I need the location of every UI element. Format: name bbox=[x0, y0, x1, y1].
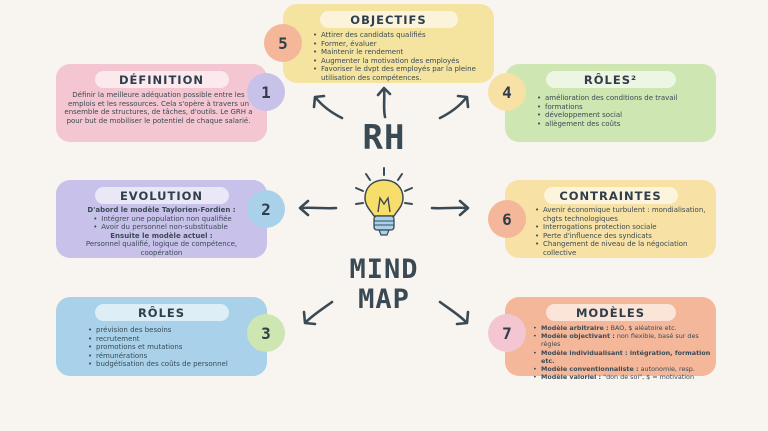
model-label: Modèle valoriel : bbox=[541, 373, 602, 382]
title-rh: RH bbox=[362, 118, 406, 158]
card-list: Avenir économique turbulent : mondialisa… bbox=[533, 206, 710, 258]
card-list: Attirer des candidats qualifiés Former, … bbox=[311, 31, 482, 83]
list-item: développement social bbox=[535, 111, 708, 120]
model-desc: autonomie, resp. bbox=[638, 365, 695, 374]
list-item: recrutement bbox=[86, 335, 259, 344]
section-heading: D'abord le modèle Taylorien-Fordien : bbox=[87, 206, 236, 214]
model-label: Modèle individualisant : intégration, fo… bbox=[541, 348, 711, 365]
model-desc: "don de soi", $ = motivation bbox=[601, 373, 695, 382]
list-item: promotions et mutations bbox=[86, 343, 259, 352]
card-evolution: EVOLUTION D'abord le modèle Taylorien-Fo… bbox=[56, 180, 267, 258]
card-modeles: MODÈLES Modèle arbitraire : BAO, $ aléat… bbox=[505, 297, 716, 382]
number-badge-1: 1 bbox=[247, 73, 285, 111]
arrow-down-right-icon bbox=[438, 300, 470, 326]
list-item: Changement de niveau de la négociation c… bbox=[533, 240, 710, 257]
list-item: Avenir économique turbulent : mondialisa… bbox=[533, 206, 710, 223]
card-roles: RÔLES prévision des besoins recrutement … bbox=[56, 297, 267, 376]
arrow-up-left-icon bbox=[312, 94, 344, 120]
arrow-right-icon bbox=[430, 199, 470, 217]
number-badge-7: 7 bbox=[488, 314, 526, 352]
title-map: MAP bbox=[358, 284, 410, 315]
card-list: Modèle arbitraire : BAO, $ aléatoire etc… bbox=[531, 324, 712, 382]
card-text: Définir la meilleure adéquation possible… bbox=[64, 91, 253, 125]
card-definition: DÉFINITION Définir la meilleure adéquati… bbox=[56, 64, 267, 142]
list-item: Augmenter la motivation des employés bbox=[311, 57, 482, 66]
lightbulb-icon bbox=[355, 167, 413, 236]
section-heading: Ensuite le modèle actuel : bbox=[110, 231, 213, 240]
model-label: Modèle objectivant : bbox=[541, 332, 615, 341]
list-item: Modèle individualisant : intégration, fo… bbox=[531, 349, 712, 365]
card-list: prévision des besoins recrutement promot… bbox=[86, 326, 259, 369]
list-item: Intégrer une population non qualifiée bbox=[91, 215, 231, 224]
model-desc: BAO, $ aléatoire etc. bbox=[608, 324, 677, 332]
list-item: formations bbox=[535, 103, 708, 112]
card-title: CONTRAINTES bbox=[543, 187, 678, 204]
arrow-up-right-icon bbox=[438, 94, 470, 120]
list-item: Avoir du personnel non-substituable bbox=[91, 223, 231, 232]
card-title: RÔLES² bbox=[545, 71, 676, 88]
arrow-left-icon bbox=[298, 199, 338, 217]
section-text: Personnel qualifié, logique de compétenc… bbox=[85, 240, 238, 257]
card-title: MODÈLES bbox=[545, 304, 676, 321]
list-item: Modèle valoriel : "don de soi", $ = moti… bbox=[531, 373, 712, 381]
card-title: DÉFINITION bbox=[94, 71, 229, 88]
card-contraintes: CONTRAINTES Avenir économique turbulent … bbox=[505, 180, 716, 258]
list-item: Perte d'influence des syndicats bbox=[533, 232, 710, 241]
list-item: Modèle arbitraire : BAO, $ aléatoire etc… bbox=[531, 324, 712, 332]
card-title: OBJECTIFS bbox=[319, 11, 458, 28]
model-label: Modèle conventionnaliste : bbox=[541, 365, 639, 374]
number-badge-5: 5 bbox=[264, 24, 302, 62]
arrow-up-icon bbox=[376, 86, 392, 119]
list-item: Favoriser le dvpt des employés par la pl… bbox=[311, 65, 482, 82]
list-item: Modèle conventionnaliste : autonomie, re… bbox=[531, 365, 712, 373]
arrow-down-left-icon bbox=[302, 300, 334, 326]
list-item: budgétisation des coûts de personnel bbox=[86, 360, 259, 369]
card-text: D'abord le modèle Taylorien-Fordien : In… bbox=[56, 206, 267, 258]
list-item: Former, évaluer bbox=[311, 40, 482, 49]
list-item: Interrogations protection sociale bbox=[533, 223, 710, 232]
list-item: amélioration des conditions de travail bbox=[535, 94, 708, 103]
number-badge-4: 4 bbox=[488, 73, 526, 111]
list-item: Maintenir le rendement bbox=[311, 48, 482, 57]
card-list: amélioration des conditions de travail f… bbox=[535, 94, 708, 128]
card-title: EVOLUTION bbox=[94, 187, 229, 204]
title-mind: MIND bbox=[349, 254, 419, 285]
card-list: Intégrer une population non qualifiée Av… bbox=[91, 215, 231, 232]
list-item: prévision des besoins bbox=[86, 326, 259, 335]
card-objectifs: OBJECTIFS Attirer des candidats qualifié… bbox=[283, 4, 494, 83]
list-item: Modèle objectivant : non flexible, basé … bbox=[531, 332, 712, 348]
number-badge-6: 6 bbox=[488, 200, 526, 238]
list-item: rémunérations bbox=[86, 352, 259, 361]
list-item: Attirer des candidats qualifiés bbox=[311, 31, 482, 40]
card-title: RÔLES bbox=[94, 304, 229, 321]
model-label: Modèle arbitraire : bbox=[541, 324, 609, 332]
number-badge-3: 3 bbox=[247, 314, 285, 352]
card-roles-2: RÔLES² amélioration des conditions de tr… bbox=[505, 64, 716, 142]
model-desc: non flexible, basé sur des règles bbox=[541, 332, 699, 349]
number-badge-2: 2 bbox=[247, 190, 285, 228]
list-item: allègement des coûts bbox=[535, 120, 708, 129]
